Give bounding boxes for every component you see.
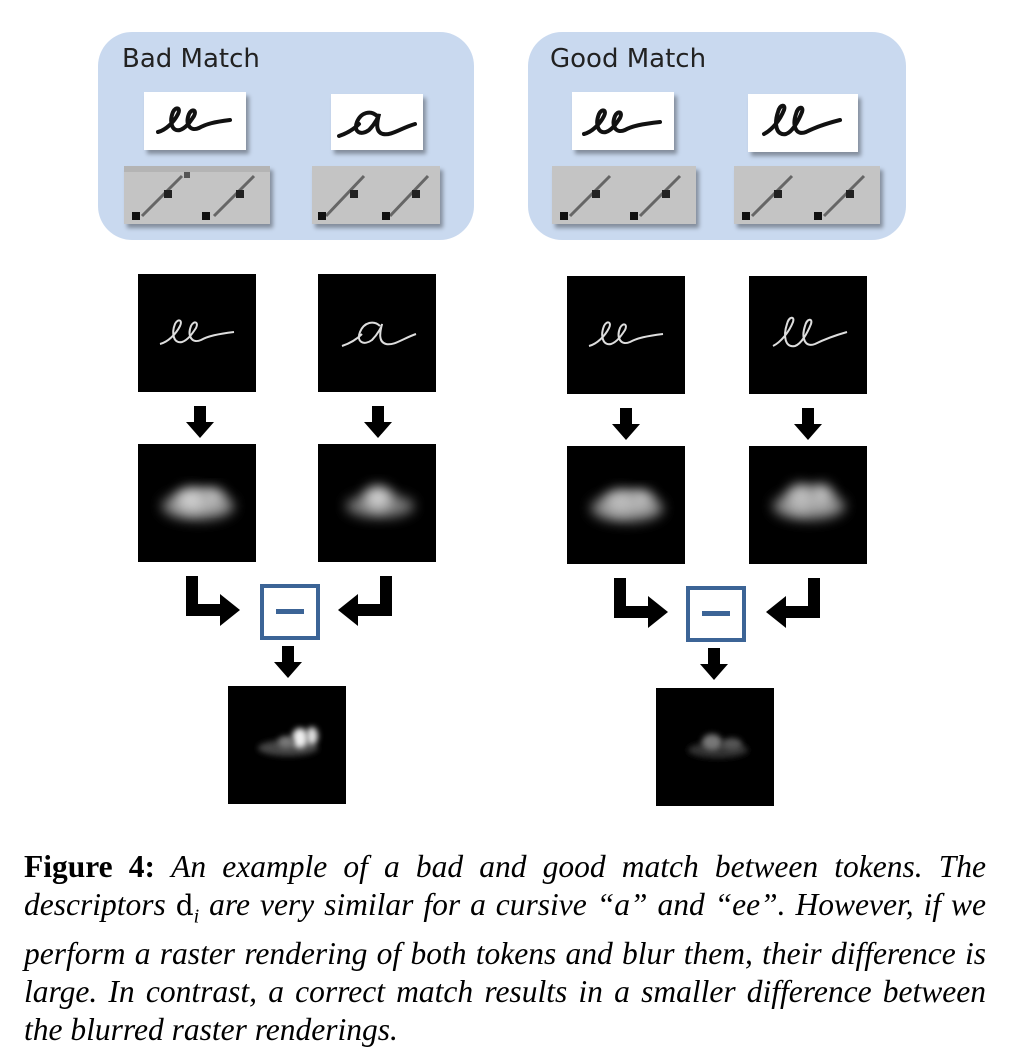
blurred-ee-good-2 (749, 446, 867, 564)
descriptor-good-1 (552, 166, 696, 224)
figure-label: Figure 4: (24, 849, 156, 884)
raster-a-bad (318, 274, 436, 392)
descriptor-bad-1 (124, 166, 270, 224)
token-ee-bad (144, 92, 246, 150)
caption-text-before: An example of a bad and good match betwe… (24, 849, 986, 922)
arrow-down-icon (274, 646, 302, 678)
difference-bad (228, 686, 346, 804)
blurred-ee-good-1 (567, 446, 685, 564)
raster-ee-good-2 (749, 276, 867, 394)
raster-ee-good-1 (567, 276, 685, 394)
difference-good (656, 688, 774, 806)
figure-caption: Figure 4: An example of a bad and good m… (24, 848, 986, 1049)
minus-icon (702, 611, 730, 616)
descriptor-bad-2 (312, 166, 440, 224)
bent-arrow-left-icon (338, 576, 392, 626)
bad-match-title: Bad Match (122, 44, 260, 74)
blurred-ee-bad (138, 444, 256, 562)
caption-text-after: are very similar for a cursive “a” and “… (24, 887, 986, 1048)
bent-arrow-left-icon (766, 578, 820, 628)
caption-symbol: d (175, 889, 194, 922)
caption-symbol-subscript: i (193, 905, 200, 928)
bent-arrow-right-icon (186, 576, 240, 626)
token-ee-good-1 (572, 92, 674, 150)
arrow-down-icon (700, 648, 728, 680)
blurred-a-bad (318, 444, 436, 562)
subtract-operator-bad (260, 584, 320, 640)
arrow-down-icon (186, 406, 214, 438)
arrow-down-icon (364, 406, 392, 438)
bent-arrow-right-icon (614, 578, 668, 628)
token-ee-good-2 (748, 94, 858, 152)
minus-icon (276, 609, 304, 614)
subtract-operator-good (686, 586, 746, 642)
arrow-down-icon (612, 408, 640, 440)
good-match-title: Good Match (550, 44, 707, 74)
raster-ee-bad (138, 274, 256, 392)
descriptor-good-2 (734, 166, 880, 224)
arrow-down-icon (794, 408, 822, 440)
token-a-bad (331, 94, 423, 150)
